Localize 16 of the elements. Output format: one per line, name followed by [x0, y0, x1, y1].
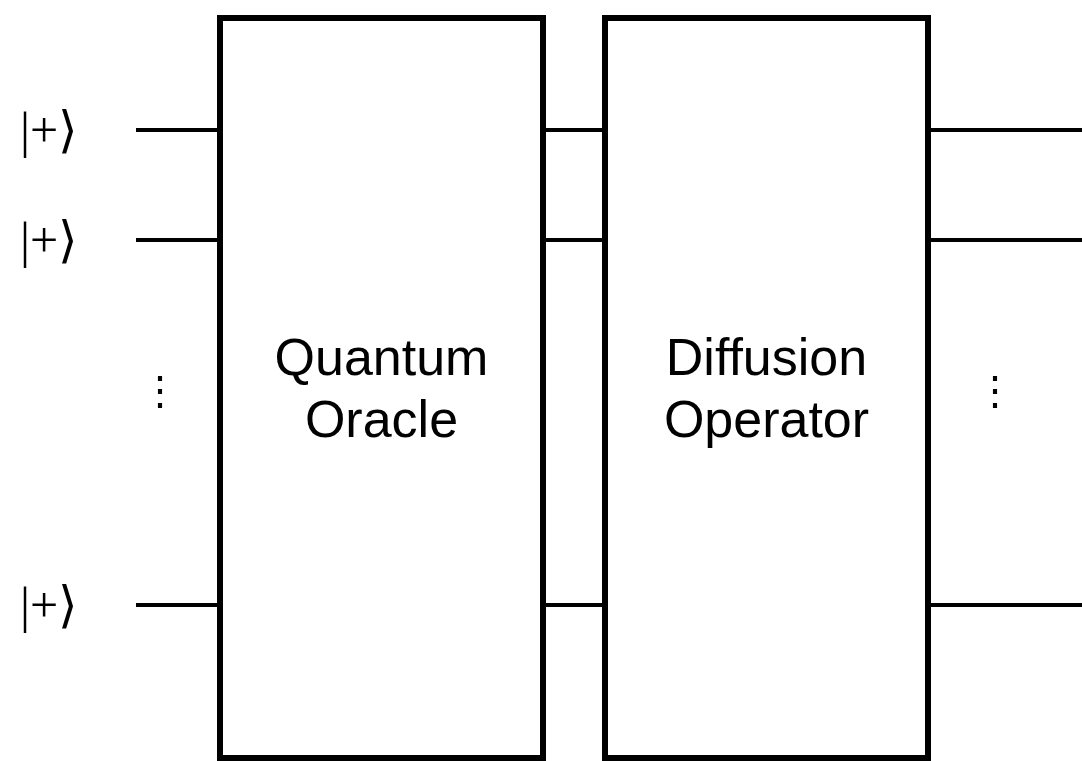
circuit-wire [546, 603, 602, 607]
circuit-wire [136, 603, 217, 607]
qubit-state: |+⟩ [20, 575, 136, 635]
qubit-state: |+⟩ [20, 100, 136, 160]
qubit-state: |+⟩ [20, 210, 136, 270]
vertical-ellipsis: ⋮ [140, 370, 180, 410]
circuit-wire [931, 128, 1082, 132]
gate-box: Diffusion Operator [602, 15, 931, 761]
circuit-wire [546, 128, 602, 132]
circuit-wire [136, 238, 217, 242]
circuit-wire [931, 603, 1082, 607]
circuit-wire [136, 128, 217, 132]
gate-box: Quantum Oracle [217, 15, 546, 761]
vertical-ellipsis: ⋮ [975, 370, 1015, 410]
circuit-wire [931, 238, 1082, 242]
circuit-wire [546, 238, 602, 242]
